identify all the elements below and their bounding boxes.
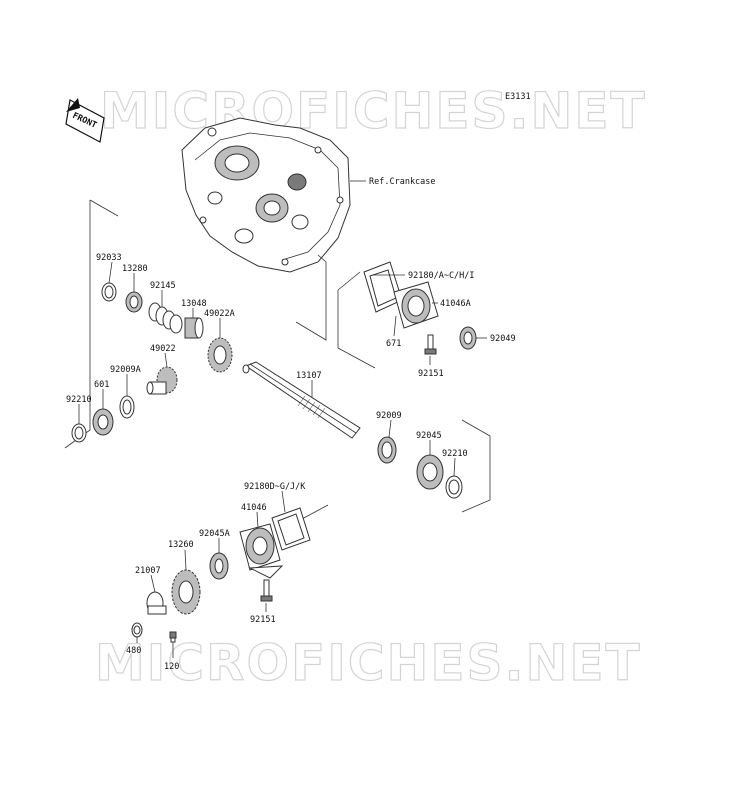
- part-92180d-gasket: [271, 507, 311, 551]
- label-13260: 13260: [168, 540, 194, 550]
- label-92151-lower: 92151: [250, 615, 276, 625]
- label-92210-left: 92210: [66, 395, 92, 405]
- label-13280: 13280: [122, 264, 148, 274]
- watermark-bottom: MICROFICHES.NET: [95, 634, 642, 692]
- part-92210-seal-left: [71, 423, 87, 443]
- part-41046a-housing: [393, 281, 439, 329]
- label-49022a: 49022A: [204, 309, 235, 319]
- part-13280-bushing: [125, 291, 143, 313]
- label-92049: 92049: [490, 334, 516, 344]
- part-21007-sensor: [146, 591, 167, 615]
- label-13107: 13107: [296, 371, 322, 381]
- ref-crankcase-label: Ref.Crankcase: [369, 177, 436, 187]
- part-92049-seal: [459, 326, 477, 350]
- label-120: 120: [164, 662, 179, 672]
- label-92180d: 92180D~G/J/K: [244, 482, 306, 492]
- part-92151-bolt-upper: [424, 334, 437, 355]
- label-92045a: 92045A: [199, 529, 230, 539]
- label-92009a: 92009A: [110, 365, 141, 375]
- part-601-bearing: [92, 408, 114, 436]
- part-92145-spring: [148, 302, 183, 334]
- label-671: 671: [386, 339, 401, 349]
- label-601: 601: [94, 380, 109, 390]
- label-49022: 49022: [150, 344, 176, 354]
- label-92045: 92045: [416, 431, 442, 441]
- part-13048-collar: [184, 317, 204, 339]
- label-92151-upper: 92151: [418, 369, 444, 379]
- part-120-bolt: [169, 631, 177, 643]
- label-92033: 92033: [96, 253, 122, 263]
- watermark-top: MICROFICHES.NET: [100, 82, 647, 140]
- part-49022a-gear: [207, 337, 233, 373]
- part-480-circlip: [131, 622, 143, 638]
- part-49022-gear: [146, 366, 178, 395]
- crankcase-drawing: [181, 117, 351, 273]
- label-41046a: 41046A: [440, 299, 471, 309]
- label-13048: 13048: [181, 299, 207, 309]
- label-21007: 21007: [135, 566, 161, 576]
- part-41046-housing: [239, 523, 284, 579]
- label-92180-upper: 92180/A~C/H/I: [408, 271, 475, 281]
- part-92009a-shim: [119, 395, 135, 419]
- part-92180-gasket: [363, 261, 403, 313]
- part-92151-bolt-lower: [260, 579, 273, 602]
- part-92045-bearing: [416, 454, 444, 490]
- part-labels: 92033 13280 92145 13048 49022A 49022 920…: [66, 253, 516, 672]
- front-arrow-icon: FRONT: [65, 98, 105, 143]
- diagram-code: E3131: [505, 92, 531, 102]
- label-92210-right: 92210: [442, 449, 468, 459]
- part-92045a-bearing: [209, 552, 229, 580]
- label-92145: 92145: [150, 281, 176, 291]
- part-92210-seal-right: [445, 475, 463, 499]
- label-92009: 92009: [376, 411, 402, 421]
- part-92009-shim: [377, 436, 397, 464]
- label-480: 480: [126, 646, 141, 656]
- label-41046: 41046: [241, 503, 267, 513]
- leader-lines: [78, 261, 487, 658]
- part-13260-gear: [171, 569, 201, 615]
- part-13107-shaft: [242, 361, 361, 439]
- part-92033-circlip: [101, 282, 117, 302]
